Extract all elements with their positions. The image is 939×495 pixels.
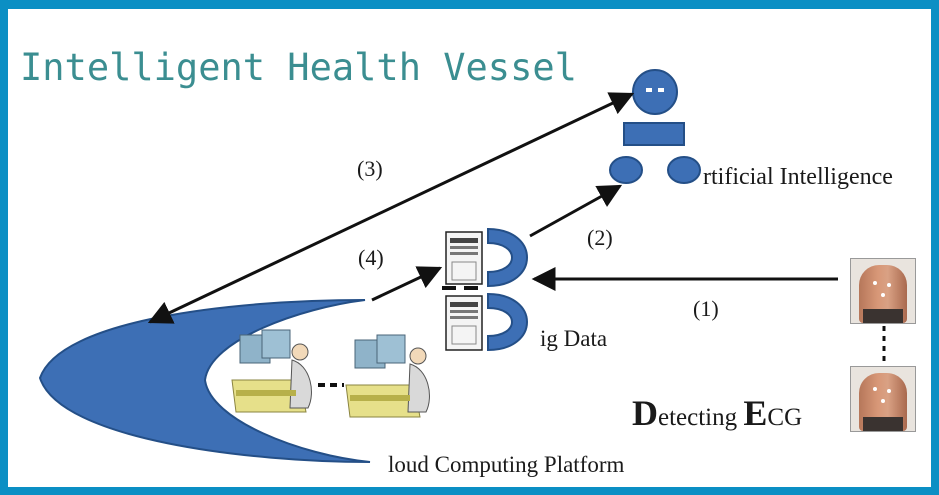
ecg-label-mid: etecting bbox=[658, 404, 744, 431]
step-label-1: (1) bbox=[693, 296, 719, 321]
cloud-platform-label: loud Computing Platform bbox=[388, 452, 625, 477]
ecg-patient-photo-top bbox=[850, 258, 916, 324]
worker-computer-icon bbox=[231, 329, 312, 413]
step-label-3: (3) bbox=[357, 156, 383, 181]
server-divider bbox=[442, 286, 478, 290]
frame-top-bar bbox=[0, 0, 939, 9]
diagram-title: Intelligent Health Vessel bbox=[20, 46, 577, 89]
ai-label: rtificial Intelligence bbox=[703, 164, 893, 190]
server-icon bbox=[445, 227, 528, 352]
ecg-patient-photo-bottom bbox=[850, 366, 916, 432]
ecg-label-e: E bbox=[743, 393, 768, 433]
worker-computer-icon bbox=[345, 334, 430, 418]
step-label-4: (4) bbox=[358, 245, 384, 270]
arrow-step-4 bbox=[371, 266, 443, 302]
cloud-platform-icon bbox=[38, 299, 371, 463]
ecg-label-d: D bbox=[632, 393, 658, 433]
big-data-label: ig Data bbox=[540, 326, 608, 351]
arrow-step-3 bbox=[147, 92, 635, 324]
ecg-label-end: CG bbox=[767, 404, 803, 431]
step-label-2: (2) bbox=[587, 225, 613, 250]
ai-robot-icon bbox=[609, 69, 701, 184]
ecg-label: Detecting ECG bbox=[632, 392, 802, 434]
